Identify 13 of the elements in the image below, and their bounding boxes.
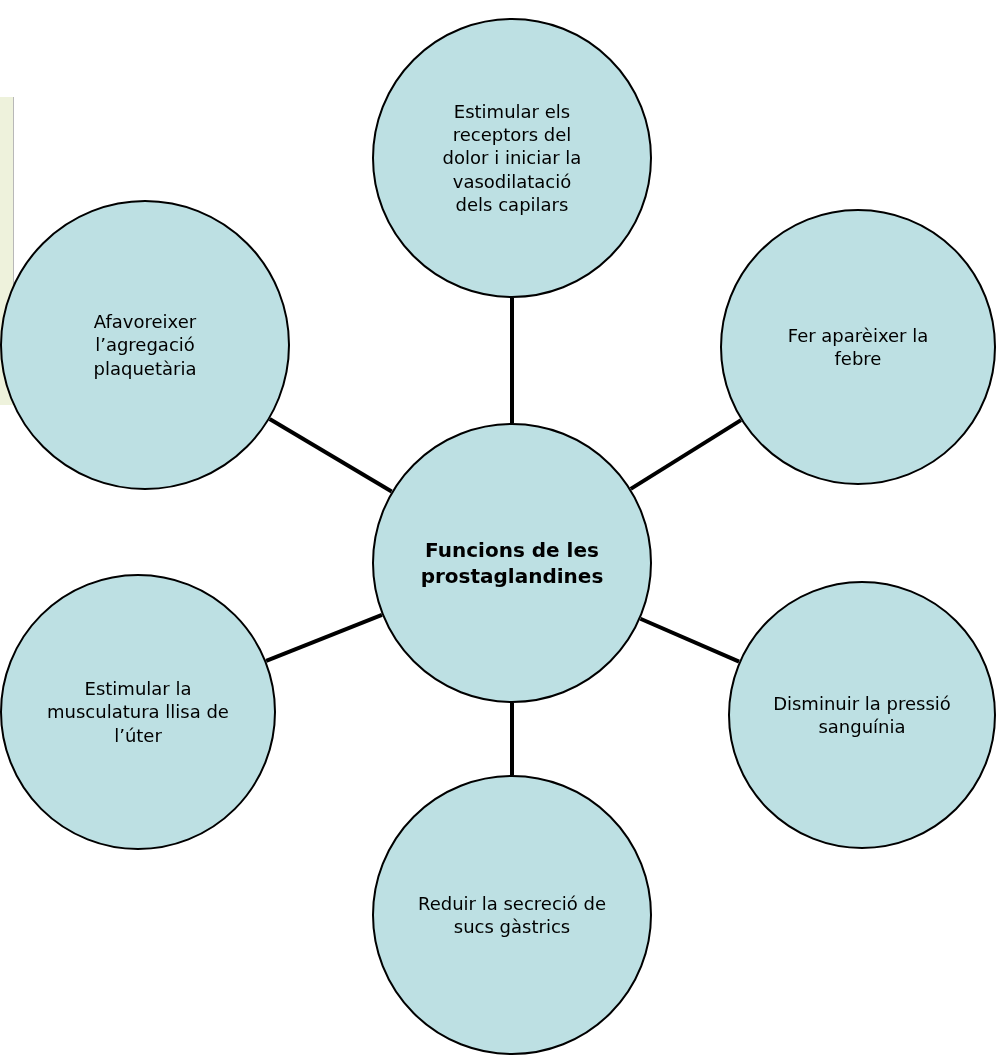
function-label: Disminuir la pressió sanguínia: [772, 691, 952, 739]
function-label: Fer aparèixer la febre: [786, 323, 930, 371]
connector-line: [268, 417, 393, 494]
function-label: Afavoreixer l’agregació plaquetària: [92, 309, 198, 381]
function-label: Estimular els receptors del dolor i iniciar la vasodilatació dels capilars: [441, 99, 583, 217]
connector-line: [510, 298, 514, 423]
connector-line: [629, 418, 742, 491]
central-topic-label: Funcions de les prostaglandines: [419, 537, 605, 589]
connector-line: [510, 703, 514, 775]
function-label: Estimular la musculatura llisa de l’úter: [46, 676, 230, 748]
connector-line: [639, 616, 740, 664]
function-label: Reduir la secreció de sucs gàstrics: [416, 891, 607, 939]
connector-line: [265, 612, 383, 663]
